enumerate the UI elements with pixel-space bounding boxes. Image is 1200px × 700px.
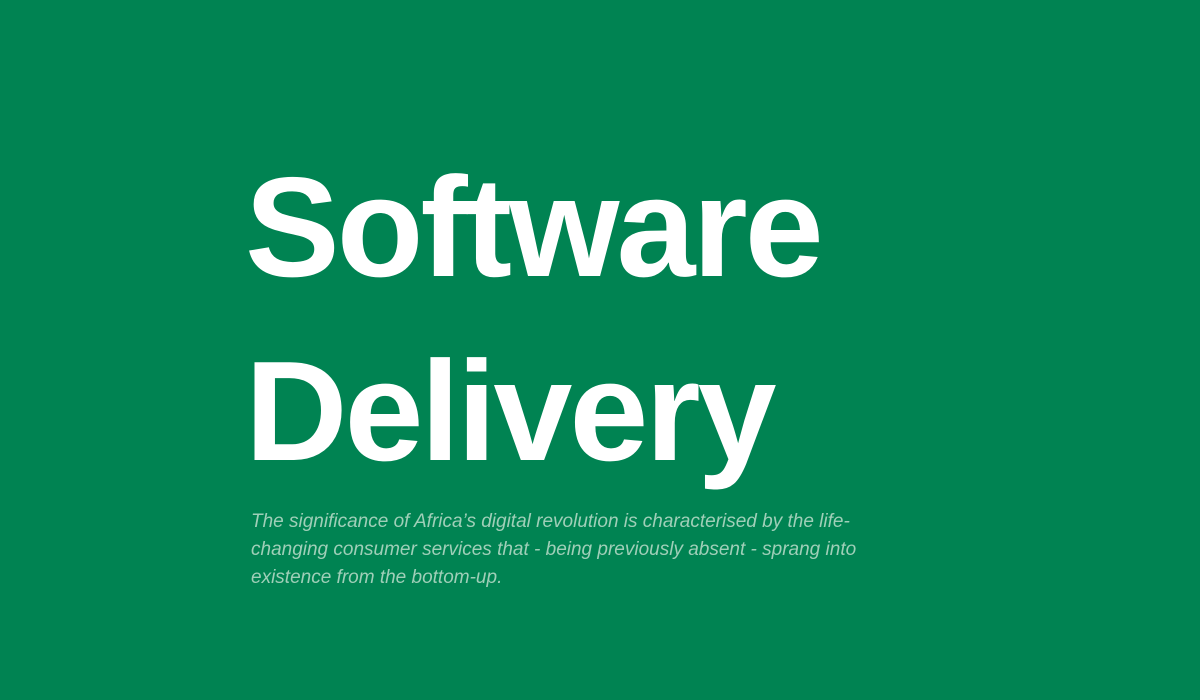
hero-title-line-2: Delivery xyxy=(245,332,777,491)
hero-title: Software Delivery xyxy=(245,136,945,504)
hero-title-block: Software Delivery xyxy=(245,136,945,504)
hero-title-line-1: Software xyxy=(245,148,824,307)
hero-description: The significance of Africa’s digital rev… xyxy=(251,511,857,588)
